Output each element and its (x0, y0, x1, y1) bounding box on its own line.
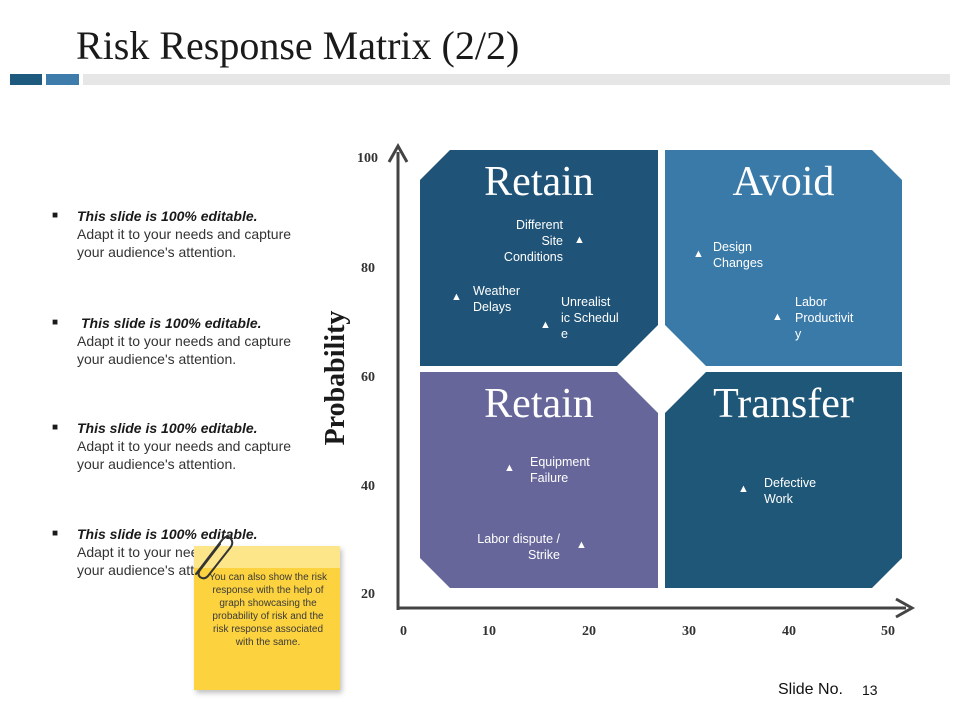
x-tick-label: 0 (400, 624, 407, 639)
risk-label: Equipment Failure (530, 455, 590, 485)
slide-title: Risk Response Matrix (2/2) (76, 23, 520, 68)
bullet-bold-text: This slide is 100% editable. (81, 315, 262, 331)
quadrant-retain-bottom: Retain ▲ Equipment Failure Labor dispute… (420, 372, 658, 588)
risk-marker-icon: ▲ (576, 539, 587, 551)
bullet-body-text: Adapt it to your needs and capture your … (77, 333, 292, 367)
quadrant-label: Transfer (713, 381, 854, 427)
risk-marker-icon: ▲ (574, 234, 585, 246)
bullet-square-icon: ■ (52, 528, 59, 539)
risk-label: Weather Delays (473, 284, 521, 314)
risk-marker-icon: ▲ (738, 483, 749, 495)
x-axis-arrow-icon (895, 597, 916, 619)
sticky-note-text: You can also show the risk response with… (208, 572, 328, 648)
risk-marker-icon: ▲ (772, 311, 783, 323)
quadrant-avoid: Avoid ▲ Design Changes ▲ Labor Productiv… (665, 150, 902, 366)
risk-marker-icon: ▲ (504, 462, 515, 474)
y-tick-label: 40 (361, 479, 375, 494)
x-tick-label: 40 (782, 624, 796, 639)
y-axis-label: Probability (320, 310, 351, 446)
sticky-note-strip (194, 546, 340, 568)
risk-label: Design Changes (713, 240, 764, 270)
risk-marker-icon: ▲ (693, 248, 704, 260)
risk-marker-icon: ▲ (451, 291, 462, 303)
paperclip-icon (195, 535, 234, 580)
y-tick-label: 20 (361, 587, 375, 602)
quadrant-retain-top: Retain Different Site Conditions ▲ ▲ Wea… (420, 150, 658, 366)
y-tick-label: 100 (357, 151, 378, 166)
slide-number-label: Slide No. (778, 681, 843, 698)
quadrant-label: Avoid (732, 159, 835, 205)
risk-label: Defective Work (764, 476, 817, 506)
x-tick-label: 10 (482, 624, 496, 639)
y-tick-label: 60 (361, 370, 375, 385)
risk-label: Different Site Conditions (503, 218, 563, 264)
risk-label: Labor dispute / Strike (477, 532, 560, 562)
header-rule (83, 74, 950, 85)
quadrant-transfer: Transfer ▲ Defective Work (665, 372, 902, 588)
header-accent-bar-dark (10, 74, 42, 85)
bullet-bold-text: This slide is 100% editable. (77, 526, 258, 542)
quadrant-label: Retain (484, 381, 594, 427)
bullet-bold-text: This slide is 100% editable. (77, 208, 258, 224)
risk-marker-icon: ▲ (540, 319, 551, 331)
slide-number: 13 (862, 682, 878, 698)
y-tick-label: 80 (361, 261, 375, 276)
bullet-body-text: Adapt it to your needs and capture your … (77, 438, 292, 472)
quadrant-label: Retain (484, 159, 594, 205)
bullet-body-text: Adapt it to your needs and capture your … (77, 226, 292, 260)
bullet-bold-text: This slide is 100% editable. (77, 420, 258, 436)
bullet-square-icon: ■ (52, 317, 59, 328)
y-axis-arrow-icon (387, 142, 409, 163)
risk-label: Unrealist ic Schedul e (561, 295, 619, 341)
x-tick-label: 30 (682, 624, 696, 639)
x-tick-label: 50 (881, 624, 895, 639)
risk-label: Labor Productivit y (795, 295, 854, 341)
bullet-square-icon: ■ (52, 210, 59, 221)
sticky-note: You can also show the risk response with… (194, 546, 340, 690)
x-tick-label: 20 (582, 624, 596, 639)
header-accent-bar-mid (46, 74, 79, 85)
bullet-square-icon: ■ (52, 422, 59, 433)
